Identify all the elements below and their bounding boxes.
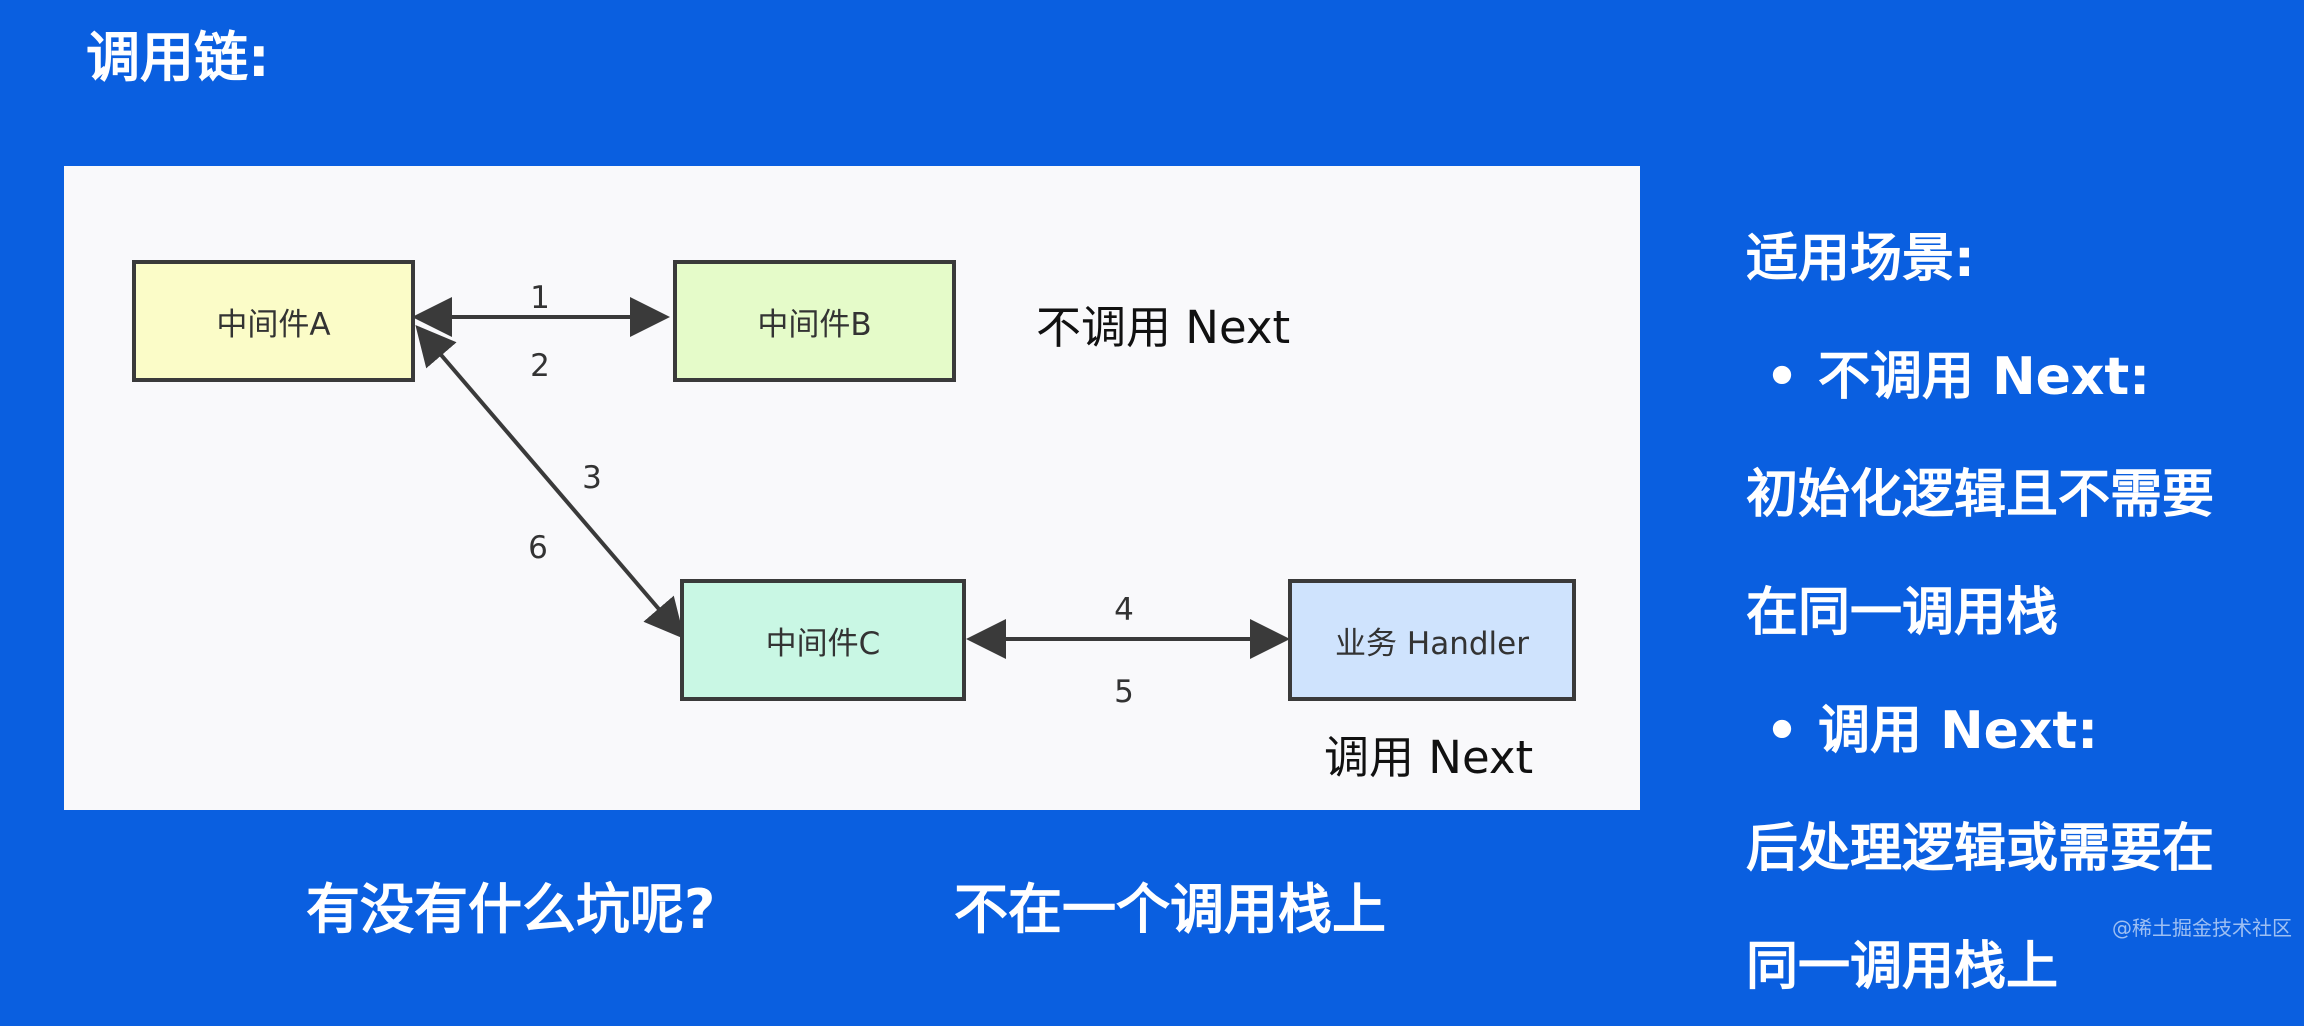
edge-label-4: 4: [1114, 592, 1134, 628]
bottom-question: 有没有什么坑呢?: [306, 878, 716, 941]
use-case-title-no-next: 不调用 Next:: [1818, 347, 2151, 407]
use-case-desc-no-next-2: 在同一调用栈: [1746, 583, 2059, 643]
node-middleware-b: 中间件B: [673, 260, 956, 382]
use-cases-panel: 适用场景: • 不调用 Next: 初始化逻辑且不需要 在同一调用栈 • 调用 Ne…: [1746, 200, 2302, 1026]
edge-label-1: 1: [530, 280, 550, 316]
use-case-item-call-next: • 调用 Next:: [1746, 672, 2302, 790]
edge-label-2: 2: [530, 348, 550, 384]
use-case-desc-call-next-1: 后处理逻辑或需要在: [1746, 819, 2215, 879]
bullet-icon: •: [1765, 701, 1799, 761]
note-no-next: 不调用 Next: [1036, 301, 1291, 354]
use-case-item-no-next: • 不调用 Next:: [1746, 318, 2302, 436]
use-case-title-call-next: 调用 Next:: [1818, 701, 2099, 761]
watermark: @稀土掘金技术社区: [2112, 916, 2292, 940]
diagram-edges: [412, 297, 1290, 659]
node-middleware-a: 中间件A: [132, 260, 415, 382]
edge-a-c: [415, 324, 685, 640]
note-call-next: 调用 Next: [1324, 731, 1534, 784]
diagram-panel: 中间件A 中间件B 中间件C 业务 Handler 1 2 3 6 4 5 不调…: [64, 166, 1640, 810]
edge-label-6: 6: [528, 530, 548, 566]
edge-label-5: 5: [1114, 674, 1134, 710]
node-middleware-c-label: 中间件C: [765, 625, 881, 662]
node-middleware-a-label: 中间件A: [216, 306, 331, 343]
bullet-icon: •: [1765, 347, 1799, 407]
use-cases-heading: 适用场景:: [1746, 229, 1975, 289]
node-business-handler: 业务 Handler: [1288, 579, 1576, 701]
node-middleware-c: 中间件C: [680, 579, 966, 701]
node-business-handler-label: 业务 Handler: [1335, 625, 1529, 662]
slide-title: 调用链:: [86, 26, 270, 89]
use-case-desc-no-next-1: 初始化逻辑且不需要: [1746, 465, 2215, 525]
edge-label-3: 3: [582, 460, 602, 496]
bottom-answer: 不在一个调用栈上: [954, 878, 1386, 941]
node-middleware-b-label: 中间件B: [757, 306, 872, 343]
